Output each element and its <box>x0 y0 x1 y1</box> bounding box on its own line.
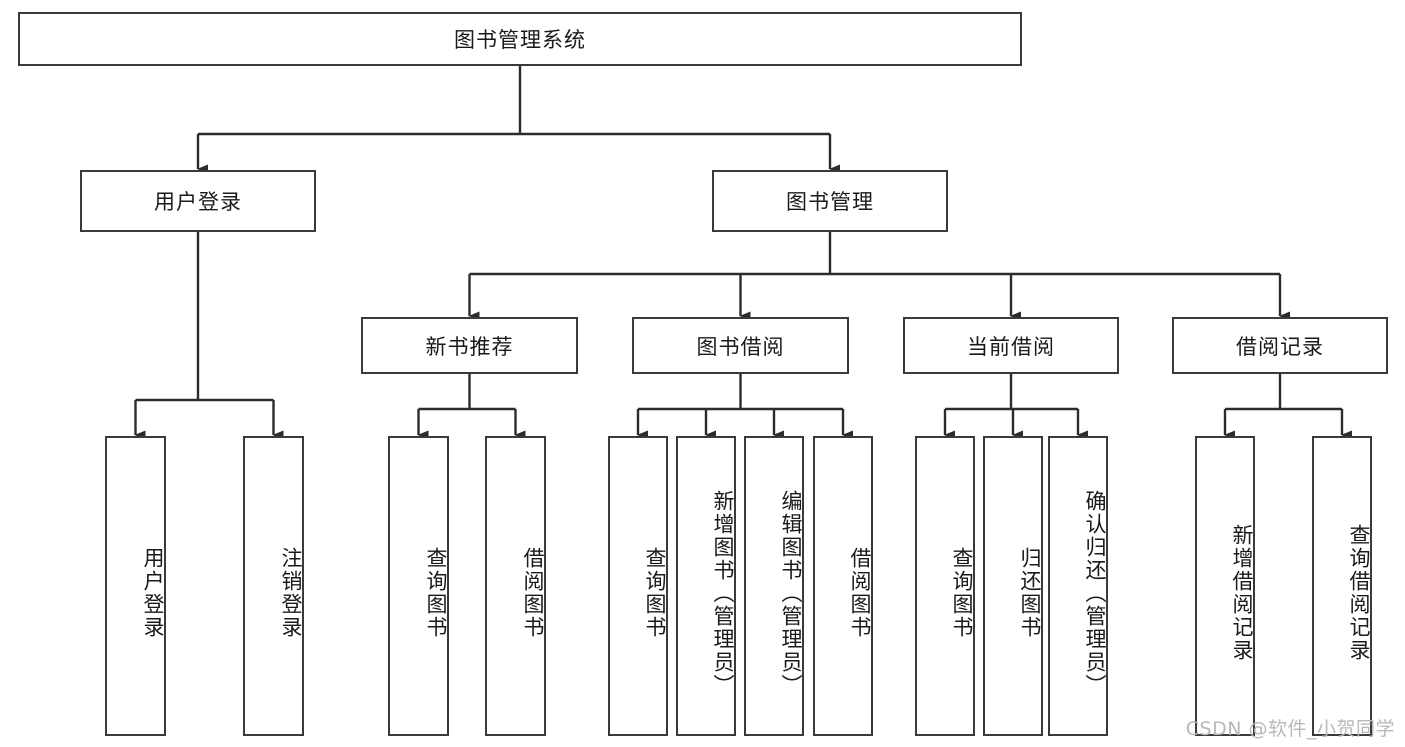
node-root[interactable]: 图书管理系统 <box>18 12 1022 66</box>
node-label: 查询借阅记录 <box>1347 524 1371 662</box>
node-label: 注销登录 <box>279 547 303 639</box>
node-login[interactable]: 用户登录 <box>80 170 316 232</box>
node-leaf-05[interactable]: 查询图书 <box>608 436 668 736</box>
node-label: 用户登录 <box>141 547 165 639</box>
node-label: 查询图书 <box>950 547 974 639</box>
node-newbooks[interactable]: 新书推荐 <box>361 317 578 374</box>
node-label: 查询图书 <box>424 547 448 639</box>
node-label: 新增图书（管理员） <box>711 489 735 697</box>
node-leaf-13[interactable]: 查询借阅记录 <box>1312 436 1372 736</box>
node-label: 借阅图书 <box>521 547 545 639</box>
node-records[interactable]: 借阅记录 <box>1172 317 1388 374</box>
node-leaf-03[interactable]: 查询图书 <box>388 436 449 736</box>
watermark-label: CSDN @软件_小贺同学 <box>1185 718 1395 740</box>
node-label: 查询图书 <box>643 547 667 639</box>
node-leaf-09[interactable]: 查询图书 <box>915 436 975 736</box>
node-leaf-11[interactable]: 确认归还（管理员） <box>1048 436 1108 736</box>
node-label: 图书借阅 <box>696 334 785 359</box>
node-leaf-12[interactable]: 新增借阅记录 <box>1195 436 1255 736</box>
node-leaf-06[interactable]: 新增图书（管理员） <box>676 436 736 736</box>
node-leaf-10[interactable]: 归还图书 <box>983 436 1043 736</box>
node-label: 编辑图书（管理员） <box>779 489 803 697</box>
node-borrow[interactable]: 图书借阅 <box>632 317 849 374</box>
node-leaf-02[interactable]: 注销登录 <box>243 436 304 736</box>
node-label: 图书管理系统 <box>454 28 586 52</box>
node-current[interactable]: 当前借阅 <box>903 317 1119 374</box>
node-leaf-04[interactable]: 借阅图书 <box>485 436 546 736</box>
edge-paths <box>134 66 1352 440</box>
node-leaf-01[interactable]: 用户登录 <box>105 436 166 736</box>
node-label: 新书推荐 <box>425 334 514 359</box>
node-label: 确认归还（管理员） <box>1083 489 1107 697</box>
node-label: 借阅图书 <box>848 547 872 639</box>
node-label: 图书管理 <box>786 190 874 214</box>
node-label: 归还图书 <box>1018 547 1042 639</box>
node-leaf-08[interactable]: 借阅图书 <box>813 436 873 736</box>
node-bookmgmt[interactable]: 图书管理 <box>712 170 948 232</box>
node-leaf-07[interactable]: 编辑图书（管理员） <box>744 436 804 736</box>
node-label: 用户登录 <box>154 190 242 214</box>
node-label: 借阅记录 <box>1236 334 1324 359</box>
node-label: 新增借阅记录 <box>1230 524 1254 662</box>
node-label: 当前借阅 <box>967 334 1055 359</box>
